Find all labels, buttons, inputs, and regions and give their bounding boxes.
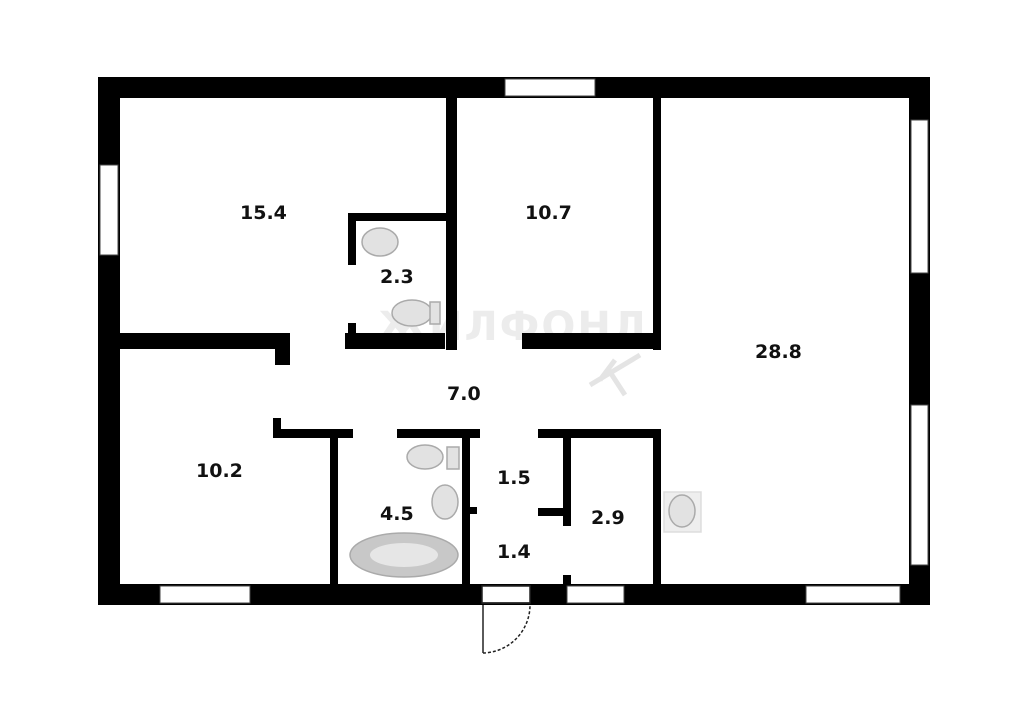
- window: [910, 404, 929, 566]
- sink-icon: [361, 227, 399, 257]
- room-28-8-area: 28.8: [755, 341, 802, 363]
- room-7-0-area: 7.0: [447, 383, 481, 405]
- entrance-door: [481, 585, 531, 654]
- fixtures: [349, 227, 702, 578]
- window: [805, 585, 901, 604]
- toilet-tank: [429, 301, 441, 325]
- sink-icon: [431, 484, 459, 520]
- room-labels: 15.4 10.7 2.3 28.8 7.0 10.2 4.5 1.5 2.9 …: [196, 202, 802, 563]
- room-10-2-area: 10.2: [196, 460, 243, 482]
- toilet-icon: [406, 444, 444, 470]
- room-10-7-area: 10.7: [525, 202, 572, 224]
- window: [910, 119, 929, 274]
- window: [99, 164, 119, 256]
- window: [159, 585, 251, 604]
- room-1-4-area: 1.4: [497, 541, 531, 563]
- windows: [99, 78, 929, 604]
- window: [566, 585, 625, 604]
- room-2-9-area: 2.9: [591, 507, 625, 529]
- room-15-4-area: 15.4: [240, 202, 287, 224]
- window: [504, 78, 596, 97]
- room-1-5-area: 1.5: [497, 467, 531, 489]
- toilet-icon: [391, 299, 433, 327]
- room-2-3-area: 2.3: [380, 266, 414, 288]
- room-4-5-area: 4.5: [380, 503, 414, 525]
